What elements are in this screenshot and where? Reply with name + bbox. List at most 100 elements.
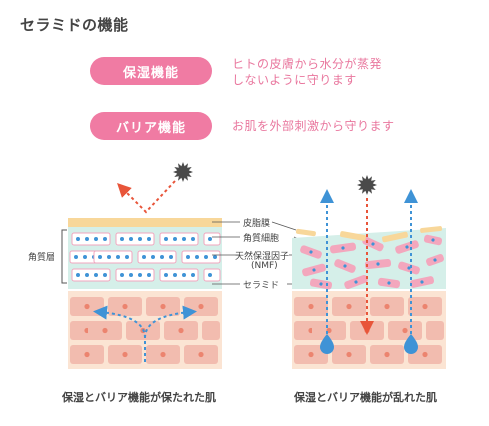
cell-nucleus: [160, 303, 166, 310]
nmf-dot: [98, 255, 102, 259]
label-sebum-membrane: 皮脂膜: [243, 219, 271, 229]
corneocyte: [71, 232, 111, 246]
corneocyte: [115, 232, 155, 246]
nmf-dot: [147, 237, 151, 241]
nmf-dot: [85, 237, 89, 241]
nmf-dot: [169, 255, 173, 259]
skin-cell: [426, 321, 444, 340]
nmf-dot: [191, 237, 195, 241]
label-corneocyte: 角質細胞: [243, 234, 280, 244]
corneocyte: [71, 268, 111, 282]
cell-nucleus: [402, 327, 408, 334]
cell-nucleus: [384, 351, 390, 358]
nmf-dot: [138, 273, 142, 277]
nmf-dot: [420, 280, 424, 284]
nmf-dot: [147, 273, 151, 277]
cell-nucleus: [308, 303, 314, 310]
corneocyte: [159, 232, 199, 246]
nmf-dot: [142, 255, 146, 259]
nmf-dot: [341, 246, 345, 250]
nmf-dot: [208, 237, 212, 241]
nmf-dot: [405, 245, 409, 249]
cell-nucleus: [102, 327, 108, 334]
nmf-dot: [354, 280, 358, 284]
nmf-dot: [103, 273, 107, 277]
damaged-skin-diagram: [292, 175, 446, 369]
nmf-dot: [76, 237, 80, 241]
nmf-dot: [376, 262, 380, 266]
horny-layer-bracket: [61, 229, 67, 284]
external-stimulus-icon-left: [173, 162, 193, 182]
nmf-dot: [107, 255, 111, 259]
nmf-dot: [164, 237, 168, 241]
cell-nucleus: [308, 351, 314, 358]
nmf-dot: [94, 273, 98, 277]
cell-nucleus: [422, 351, 428, 358]
nmf-dot: [125, 255, 129, 259]
nmf-dot: [182, 237, 186, 241]
nmf-dot: [83, 255, 87, 259]
cell-nucleus: [160, 351, 166, 358]
cell-nucleus: [346, 303, 352, 310]
label-stratum-corneum: 角質層: [28, 253, 56, 263]
cell-nucleus: [122, 351, 128, 358]
nmf-dot: [160, 255, 164, 259]
corneocyte: [93, 250, 133, 264]
nmf-dot: [173, 237, 177, 241]
nmf-dot: [407, 266, 411, 270]
nmf-dot: [116, 255, 120, 259]
moisture-function-description: ヒトの皮膚から水分が蒸発 しないように守ります: [232, 56, 382, 88]
nmf-dot: [343, 264, 347, 268]
nmf-dot: [213, 255, 217, 259]
page-title: セラミドの機能: [20, 16, 129, 34]
cell-nucleus: [346, 351, 352, 358]
barrier-function-description: お肌を外部刺激から守ります: [232, 118, 395, 134]
nmf-dot: [120, 273, 124, 277]
nmf-dot: [186, 255, 190, 259]
cell-nucleus: [84, 351, 90, 358]
water-drop-icon-left: [320, 334, 334, 354]
corneocyte: [115, 268, 155, 282]
nmf-dot: [431, 238, 435, 242]
caption-healthy-skin: 保湿とバリア機能が保たれた肌: [62, 391, 216, 404]
nmf-dot: [138, 237, 142, 241]
barrier-description-line-1: お肌を外部刺激から守ります: [232, 119, 395, 133]
moisture-retained-arrow-right: [144, 305, 197, 339]
caption-damaged-skin: 保湿とバリア機能が乱れた肌: [294, 391, 437, 404]
nmf-dot: [85, 273, 89, 277]
corneocytes-left: [69, 232, 221, 282]
nmf-dot: [173, 273, 177, 277]
nmf-dot: [103, 237, 107, 241]
nmf-dot: [208, 273, 212, 277]
nmf-dot: [204, 255, 208, 259]
corneocyte: [159, 268, 199, 282]
nmf-dot: [120, 237, 124, 241]
nmf-dot: [74, 255, 78, 259]
cell-nucleus: [84, 303, 90, 310]
nmf-dot: [319, 282, 323, 286]
cell-nucleus: [198, 351, 204, 358]
cell-nucleus: [178, 327, 184, 334]
cell-nucleus: [384, 303, 390, 310]
moisture-function-badge: 保湿機能: [90, 57, 212, 85]
nmf-dot: [371, 242, 375, 246]
water-drop-icon-right: [404, 334, 418, 354]
barrier-function-badge: バリア機能: [90, 112, 212, 140]
sebum-leader-right: [271, 221, 297, 231]
nmf-dot: [195, 255, 199, 259]
lower-cells-right: [294, 297, 444, 364]
cell-nucleus: [122, 303, 128, 310]
label-nmf: 天然保湿因子: [235, 252, 290, 262]
broken-sebum-membrane: [295, 226, 443, 243]
stimulus-repelled-arrow: [117, 180, 176, 214]
nmf-dot: [433, 258, 437, 262]
label-nmf-abbr: (NMF): [251, 261, 278, 271]
cell-nucleus: [364, 327, 370, 334]
nmf-dot: [182, 273, 186, 277]
nmf-dot: [191, 273, 195, 277]
nmf-dot: [129, 237, 133, 241]
label-ceramide: セラミド: [243, 281, 280, 291]
nmf-dot: [312, 268, 316, 272]
corneocyte: [137, 250, 177, 264]
